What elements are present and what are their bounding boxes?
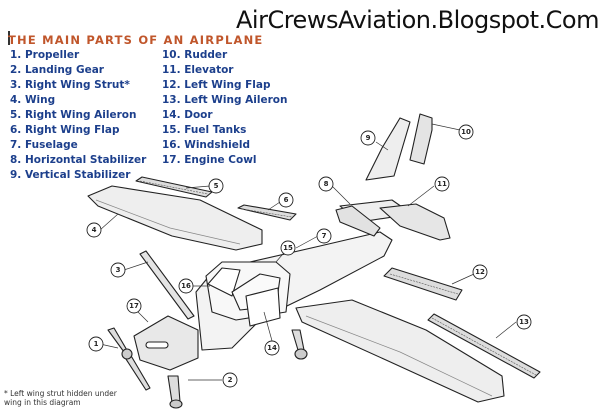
callout-11 [434,176,450,192]
footnote: * Left wing strut hidden under wing in t… [4,389,117,407]
part-label: 9. Vertical Stabilizer [10,169,131,181]
elevator-shape [379,203,451,241]
part-label: 14. Door [162,109,213,121]
callout-1 [88,336,104,352]
callout-1-label: 1 [94,340,99,348]
part-label: 16. Windshield [162,139,250,151]
parts-list-col1: 1. Propeller 2. Landing Gear 3. Right Wi… [10,48,146,183]
callout-9 [360,130,376,146]
callout-15-label: 15 [283,244,293,252]
landing-gear-nose [167,375,181,403]
vertical-stabilizer-shape [365,117,411,181]
part-label: 5. Right Wing Aileron [10,109,137,121]
callout-15 [280,240,296,256]
windshield-shape [207,267,241,297]
callout-17 [126,298,142,314]
right-flap-shape [237,204,297,221]
callout-2-label: 2 [228,376,233,384]
part-label: 10. Rudder [162,49,228,61]
part-label: 11. Elevator [162,64,234,76]
callout-6 [278,192,294,208]
part-label: 12. Left Wing Flap [162,79,271,91]
part-label: 2. Landing Gear [10,64,104,76]
part-label: 1. Propeller [10,49,80,61]
callout-17-label: 17 [129,302,139,310]
callout-11-label: 11 [437,180,447,188]
part-label: 6. Right Wing Flap [10,124,120,136]
callout-2 [222,372,238,388]
callout-3 [110,262,126,278]
callout-7-label: 7 [322,232,327,240]
callout-16-label: 16 [181,282,191,290]
callout-10-label: 10 [461,128,471,136]
parts-list-col2: 10. Rudder 11. Elevator 12. Left Wing Fl… [162,48,287,168]
callout-14-label: 14 [267,344,277,352]
callout-12 [472,264,488,280]
callout-4 [86,222,102,238]
callout-4-label: 4 [92,226,97,234]
title-bar [8,31,10,45]
callout-3-label: 3 [116,266,121,274]
callout-7 [316,228,332,244]
propeller-shape [107,327,129,353]
watermark: AirCrewsAviation.Blogspot.Com [236,6,599,34]
callout-5-label: 5 [214,182,219,190]
callout-13-label: 13 [519,318,529,326]
callout-14 [264,340,280,356]
callout-10 [458,124,474,140]
part-label: 17. Engine Cowl [162,154,257,166]
callout-12-label: 12 [475,268,485,276]
door-shape [245,287,281,327]
callout-8 [318,176,334,192]
diagram-title: THE MAIN PARTS OF AN AIRPLANE [8,33,264,47]
rudder-shape [409,113,433,165]
callout-16 [178,278,194,294]
right-wing-shape [87,185,263,251]
callout-8-label: 8 [324,180,329,188]
callout-6-label: 6 [284,196,289,204]
part-label: 4. Wing [10,94,56,106]
callout-5 [208,178,224,194]
landing-gear-main [291,329,305,351]
part-label: 7. Fuselage [10,139,78,151]
wing-strut-shape [139,250,195,320]
part-label: 15. Fuel Tanks [162,124,247,136]
callout-13 [516,314,532,330]
part-label: 8. Horizontal Stabilizer [10,154,147,166]
callout-9-label: 9 [366,134,371,142]
part-label: 13. Left Wing Aileron [162,94,288,106]
part-label: 3. Right Wing Strut* [10,79,130,91]
